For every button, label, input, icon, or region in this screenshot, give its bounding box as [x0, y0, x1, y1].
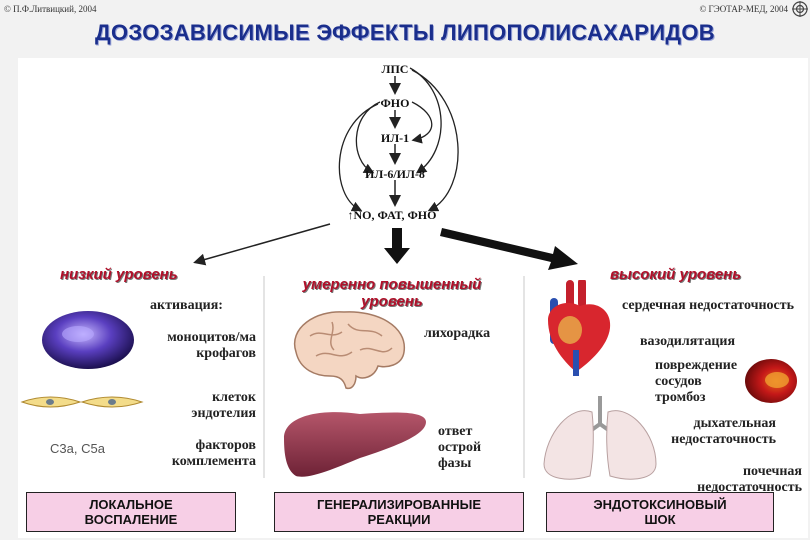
target-logo-icon [792, 1, 808, 17]
acute-phase-label: ответ острой фазы [438, 424, 482, 471]
complement-label: факторов комплемента [171, 438, 256, 469]
outcome-generalized-reactions: ГЕНЕРАЛИЗИРОВАННЫЕ РЕАКЦИИ [274, 492, 524, 532]
outcome-generalized-label: ГЕНЕРАЛИЗИРОВАННЫЕ РЕАКЦИИ [316, 497, 482, 527]
lungs-icon [540, 394, 660, 484]
fever-label: лихорадка [424, 326, 491, 341]
high-level-heading: высокий уровень [610, 266, 742, 283]
vessel-damage-label: повреждение сосудов тромбоз [655, 358, 738, 405]
damaged-vessel-icon [744, 358, 798, 404]
endothelium-label: клеток эндотелия [191, 390, 256, 421]
activation-label: активация: [150, 298, 223, 313]
renal-failure-label: почечная недостаточность [697, 464, 802, 495]
page-title: ДОЗОЗАВИСИМЫЕ ЭФФЕКТЫ ЛИПОПОЛИСАХАРИДОВ [95, 20, 715, 45]
outcome-local-label: ЛОКАЛЬНОЕ ВОСПАЛЕНИЕ [84, 497, 178, 527]
monocytes-label: моноцитов/ма крофагов [167, 330, 256, 361]
outcome-local-inflammation: ЛОКАЛЬНОЕ ВОСПАЛЕНИЕ [26, 492, 236, 532]
resp-failure-label: дыхательная недостаточность [671, 416, 776, 447]
outcome-shock-label: ЭНДОТОКСИНОВЫЙ ШОК [593, 497, 727, 527]
brain-icon [286, 306, 410, 390]
cascade-mediators: ↑NO, ФАТ, ФНО [332, 208, 452, 223]
cascade-tnf: ФНО [380, 96, 410, 110]
vasodilation-label: вазодилятация [640, 334, 736, 349]
liver-icon [280, 408, 430, 480]
cascade-lps: ЛПС [381, 62, 409, 76]
copyright-left: © П.Ф.Литвицкий, 2004 [4, 4, 97, 14]
low-level-heading: низкий уровень [60, 266, 178, 283]
endothelial-cells-icon [20, 392, 144, 412]
cascade-mediators-label: NO, ФАТ, ФНО [353, 208, 437, 222]
heart-icon [540, 280, 616, 380]
copyright-right: © ГЭОТАР-МЕД, 2004 [699, 4, 788, 14]
up-arrow-icon: ↑ [347, 208, 354, 222]
outcome-endotoxin-shock: ЭНДОТОКСИНОВЫЙ ШОК [546, 492, 774, 532]
c3a-c5a-label: C3a, C5a [50, 441, 105, 456]
cascade-il1: ИЛ-1 [380, 131, 410, 145]
moderate-level-heading: умеренно повышенный уровень [302, 276, 482, 310]
heart-failure-label: сердечная недостаточность [622, 298, 795, 313]
cascade-il6: ИЛ-6/ИЛ-8 [365, 167, 425, 181]
macrophage-icon [38, 308, 138, 372]
